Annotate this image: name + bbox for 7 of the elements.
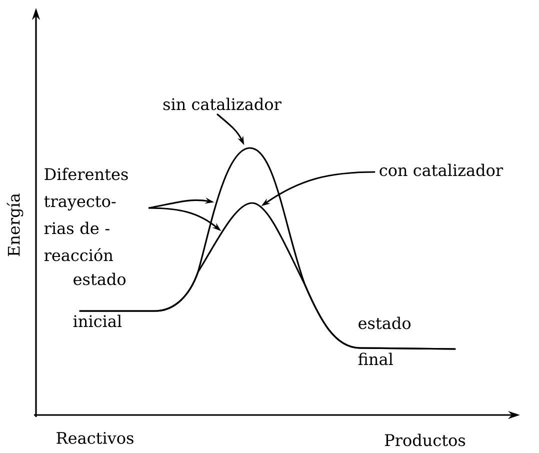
curve-label: sin catalizador [163,98,282,110]
state-label: estado final [358,316,411,366]
state-label: estado inicial [73,272,126,328]
axis-label: Productos [384,434,466,446]
axis-label: Energía [6,193,24,256]
curve-label: con catalizador [380,164,504,176]
axis-label: Reactivos [56,432,134,444]
